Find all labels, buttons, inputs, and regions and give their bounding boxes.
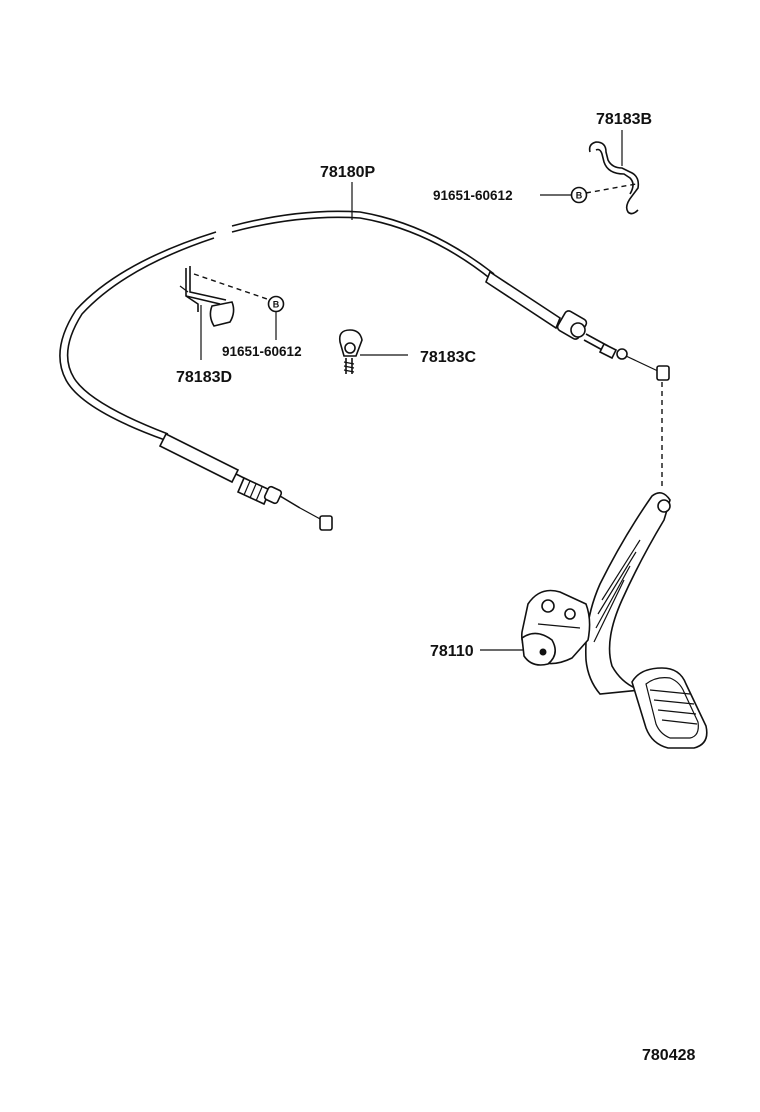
illustration-code: 780428 (642, 1047, 695, 1064)
clamp-78183d (179, 266, 235, 360)
label-78183d: 78183D (176, 369, 232, 386)
callout-b-upper: B (570, 186, 588, 204)
clamp-78183c (338, 329, 408, 374)
label-91651-60612-lower: 91651-60612 (222, 344, 302, 359)
clamp-78183b (588, 130, 640, 215)
label-91651-60612-upper: 91651-60612 (433, 188, 513, 203)
label-78183b: 78183B (596, 111, 652, 128)
accelerator-cable (59, 210, 670, 531)
callout-b-lower: B (267, 295, 285, 313)
accelerator-pedal (480, 382, 708, 749)
callout-b-upper-text: B (576, 191, 583, 201)
label-78180p: 78180P (320, 164, 375, 181)
callout-b-lower-text: B (273, 300, 280, 310)
label-78110: 78110 (430, 643, 474, 660)
label-78183c: 78183C (420, 349, 476, 366)
